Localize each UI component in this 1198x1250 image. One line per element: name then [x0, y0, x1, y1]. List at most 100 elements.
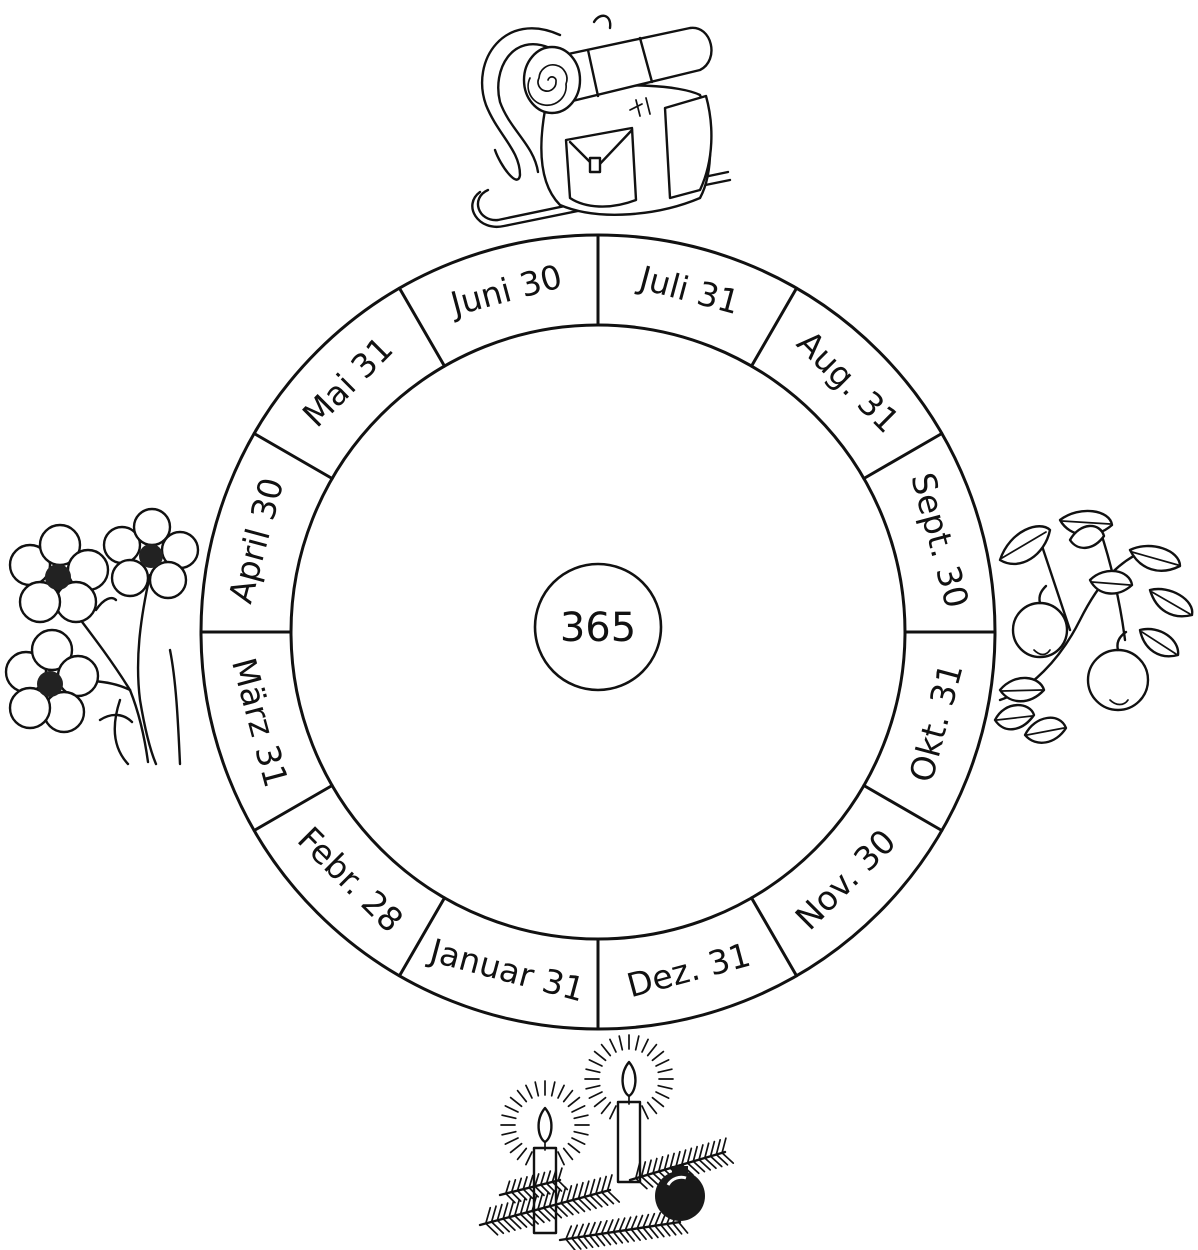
glow-ray — [619, 1036, 622, 1050]
fir-needle — [596, 1222, 601, 1235]
flowers-icon — [6, 509, 198, 764]
fir-needle — [578, 1224, 583, 1237]
fir-needle — [486, 1208, 490, 1224]
fir-needle — [637, 1215, 642, 1228]
fir-needle — [625, 1217, 630, 1230]
month-label: März 31 — [224, 654, 296, 792]
fir-needle — [566, 1226, 571, 1239]
fir-needle — [596, 1178, 600, 1194]
glow-ray — [502, 1132, 516, 1135]
fir-needle — [584, 1181, 588, 1197]
month-label: Febr. 28 — [290, 819, 411, 940]
glow-ray — [589, 1092, 602, 1098]
glow-ray — [572, 1138, 585, 1144]
glow-ray — [511, 1144, 522, 1153]
glow-ray — [574, 1132, 588, 1135]
fir-needle — [607, 1220, 612, 1233]
fir-needle — [655, 1213, 660, 1226]
fir-needle — [602, 1221, 607, 1234]
glow-ray — [648, 1102, 657, 1113]
flower-top-right — [104, 509, 198, 598]
flower-bottom — [6, 630, 98, 732]
glow-ray — [589, 1060, 602, 1066]
backpack-with-walking-stick-icon — [472, 16, 730, 227]
flower-top-left — [10, 525, 108, 622]
fir-needle — [590, 1180, 594, 1196]
fir-needle — [602, 1177, 606, 1193]
days-in-year-total: 365 — [560, 605, 636, 651]
glow-ray — [558, 1152, 564, 1165]
glow-ray — [602, 1102, 611, 1113]
glow-ray — [518, 1091, 527, 1102]
fir-needle — [573, 1184, 577, 1200]
fir-needle — [567, 1186, 571, 1202]
glow-ray — [658, 1086, 672, 1089]
fir-needle — [643, 1215, 648, 1228]
glow-ray — [558, 1085, 564, 1098]
month-label: Dez. 31 — [623, 935, 755, 1005]
fir-needle — [572, 1225, 577, 1238]
glow-ray — [502, 1115, 516, 1118]
month-label: April 30 — [221, 474, 292, 608]
glow-ray — [505, 1106, 518, 1112]
fir-needle — [561, 1187, 565, 1203]
fir-needle — [649, 1214, 654, 1227]
fir-needle — [590, 1223, 595, 1236]
glow-ray — [658, 1069, 672, 1072]
glow-ray — [586, 1069, 600, 1072]
month-label: Sept. 30 — [903, 469, 976, 612]
glow-ray — [656, 1092, 669, 1098]
glow-ray — [636, 1036, 639, 1050]
glow-ray — [505, 1138, 518, 1144]
month-label: Juli 31 — [634, 258, 744, 322]
glow-ray — [574, 1115, 588, 1118]
fir-needle — [584, 1224, 589, 1237]
month-label: Nov. 30 — [788, 822, 904, 938]
month-label: Januar 31 — [424, 930, 589, 1009]
month-divider — [400, 288, 445, 366]
glow-ray — [568, 1144, 579, 1153]
fir-needle — [509, 1201, 513, 1217]
glow-ray — [511, 1098, 522, 1107]
glow-ray — [552, 1082, 555, 1096]
glow-ray — [535, 1082, 538, 1096]
month-label: Aug. 31 — [789, 323, 907, 441]
glow-ray — [564, 1148, 573, 1159]
glow-ray — [595, 1052, 606, 1061]
fir-needle — [613, 1219, 618, 1232]
glow-ray — [564, 1091, 573, 1102]
glow-ray — [526, 1152, 532, 1165]
glow-ray — [652, 1052, 663, 1061]
fir-needle — [607, 1175, 611, 1191]
month-divider — [752, 288, 797, 366]
glow-ray — [652, 1098, 663, 1107]
glow-ray — [518, 1148, 527, 1159]
fir-needle — [631, 1216, 636, 1229]
glow-ray — [610, 1106, 616, 1119]
fir-needle — [722, 1138, 726, 1153]
fir-needle — [619, 1218, 624, 1231]
fir-needle — [492, 1206, 496, 1222]
month-label: Okt. 31 — [902, 659, 971, 786]
glow-ray — [568, 1098, 579, 1107]
glow-ray — [526, 1085, 532, 1098]
fir-needle — [503, 1203, 507, 1219]
calendar-wheel: Juni 30 Juli 31 Aug. 31 Sept. 30 Okt. 31 Nov.… — [201, 235, 995, 1029]
glow-ray — [610, 1039, 616, 1052]
advent-candles-with-fir-branch-icon — [480, 1035, 733, 1250]
month-divider — [254, 434, 332, 479]
fir-needle — [497, 1205, 501, 1221]
apple-branch-icon — [995, 511, 1192, 743]
month-label: Mai 31 — [295, 329, 401, 435]
glow-ray — [572, 1106, 585, 1112]
glow-ray — [642, 1106, 648, 1119]
glow-ray — [642, 1039, 648, 1052]
glow-ray — [586, 1086, 600, 1089]
fir-needle — [578, 1183, 582, 1199]
month-label: Juni 30 — [445, 257, 566, 324]
fir-needle — [558, 1168, 562, 1180]
glow-ray — [648, 1045, 657, 1056]
glow-ray — [656, 1060, 669, 1066]
glow-ray — [602, 1045, 611, 1056]
